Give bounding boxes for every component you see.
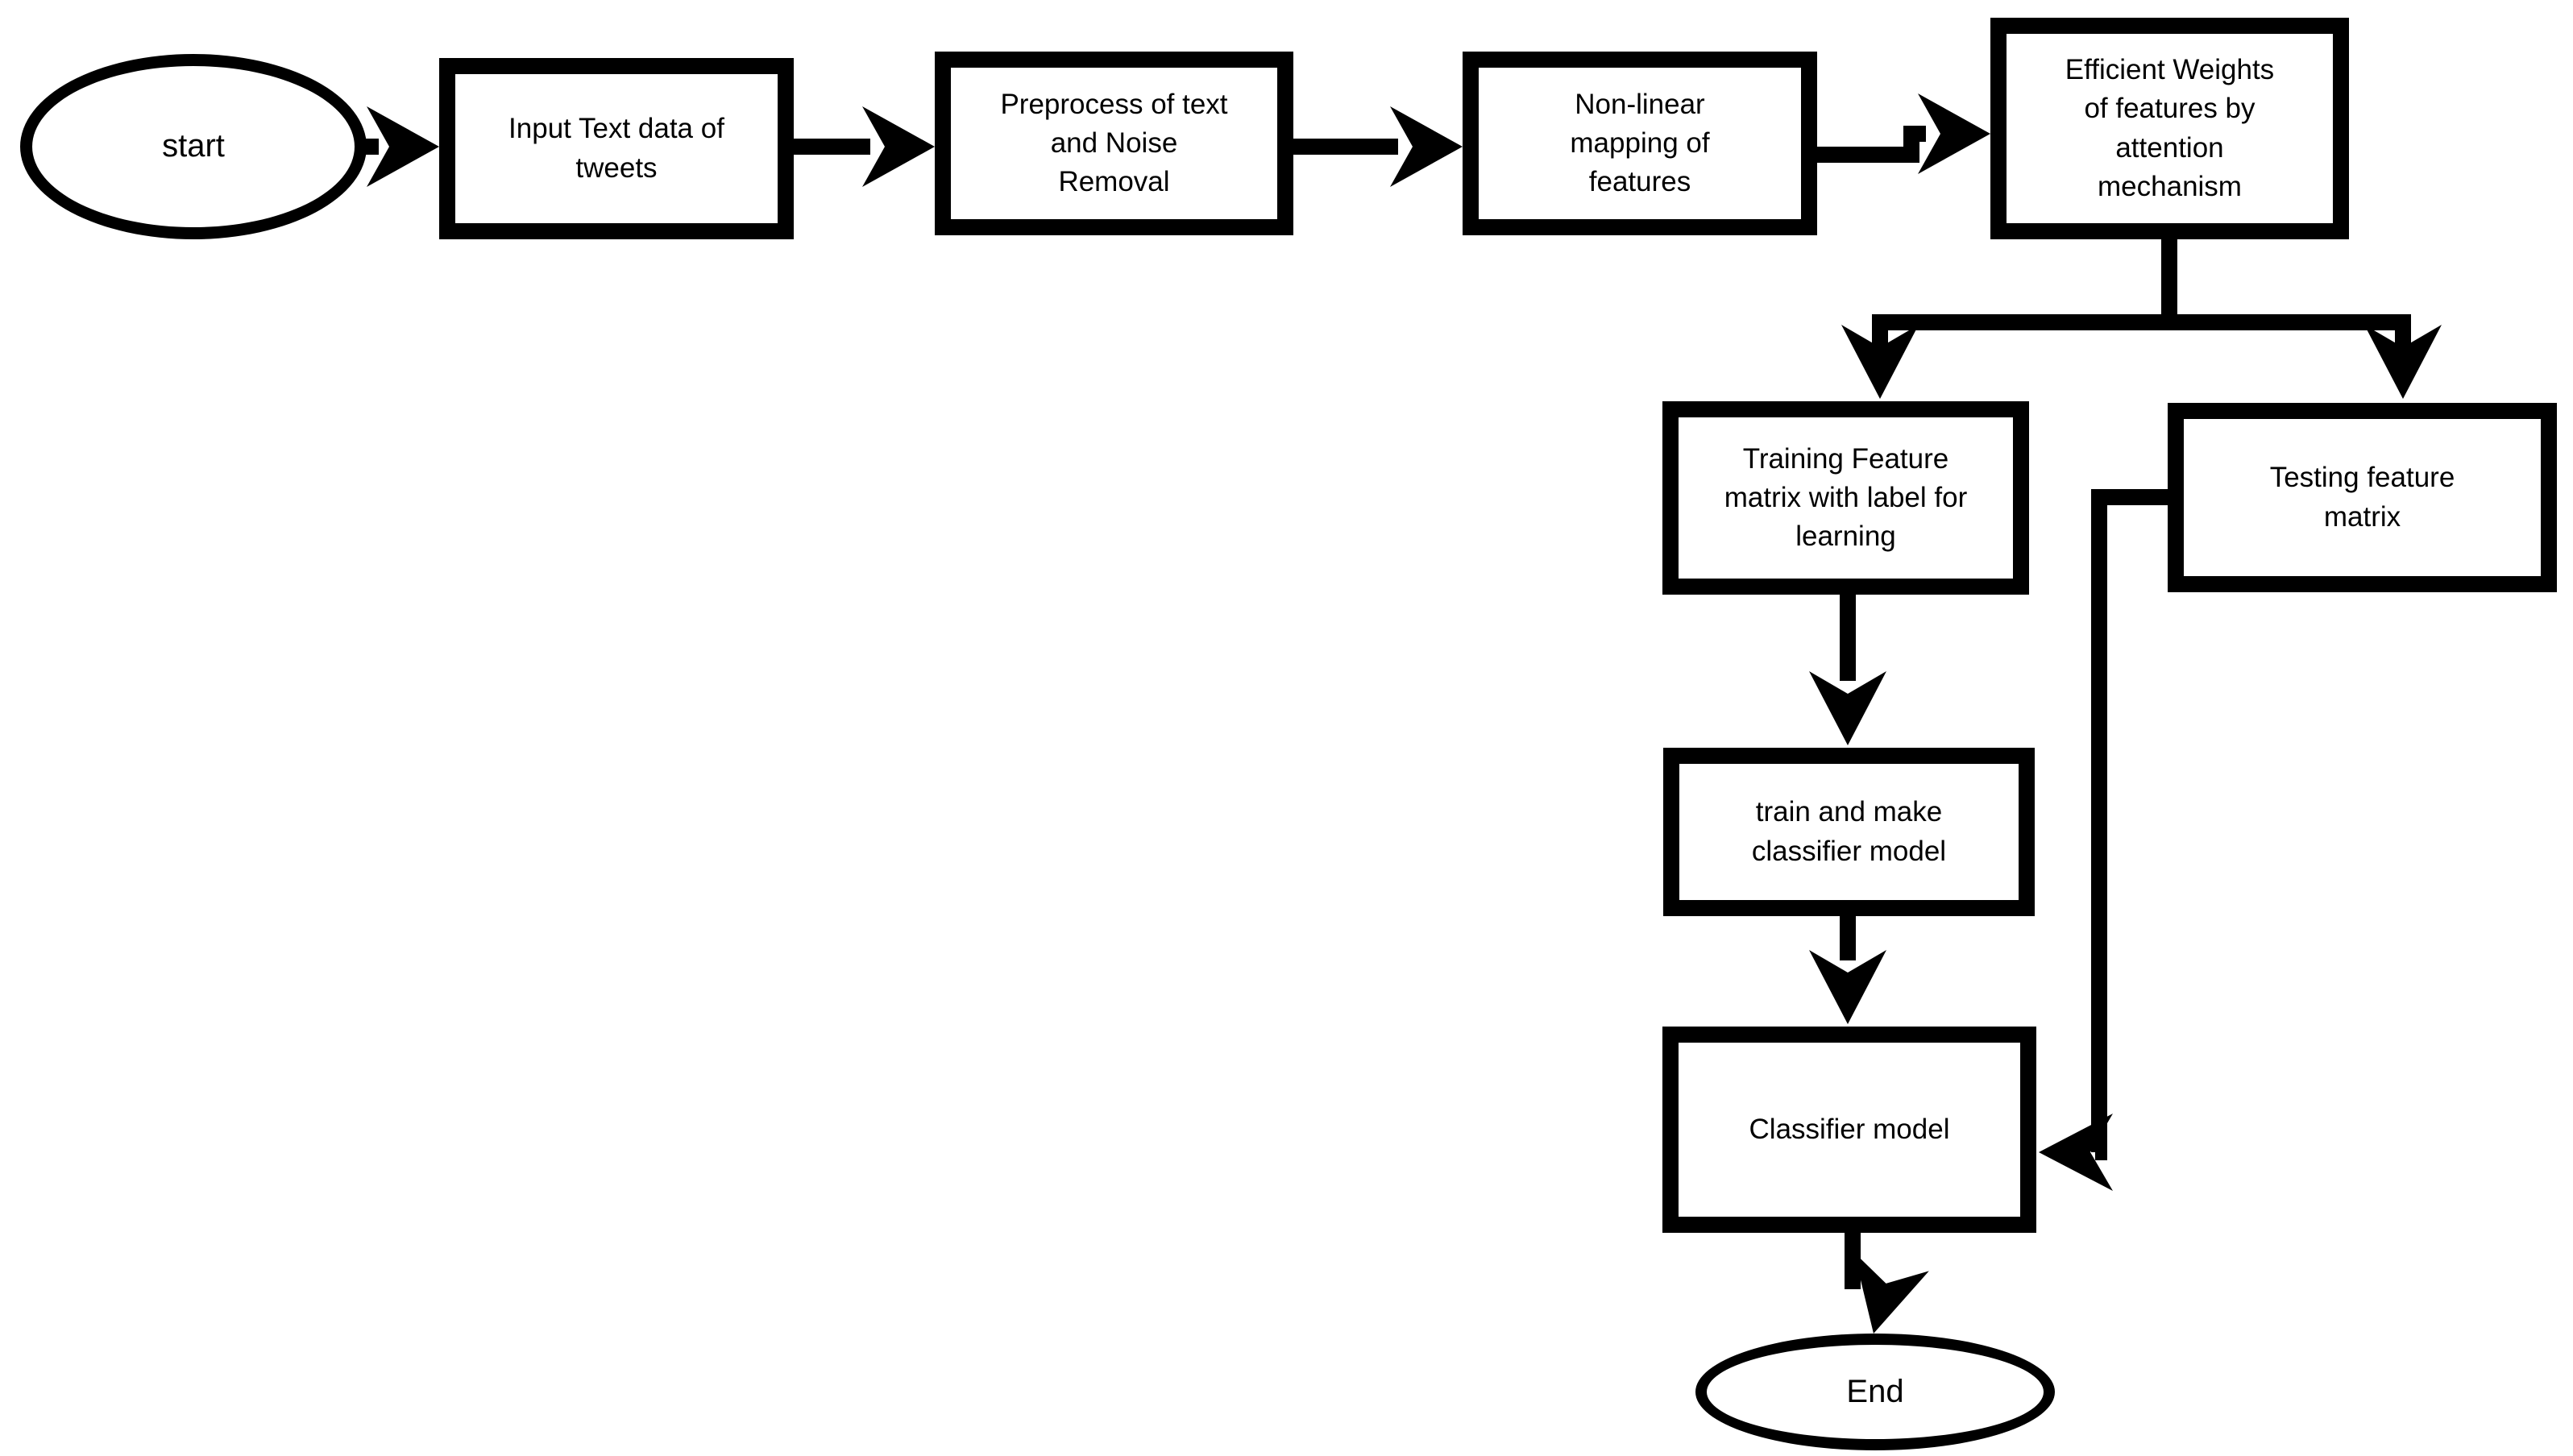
arrowhead-into-training: [1841, 325, 1919, 399]
arrowhead-into-end: [1853, 1252, 1929, 1334]
edge-nonlinear-weights-shaft: [1817, 126, 1926, 163]
arrowhead-into-nonlinear: [1390, 106, 1463, 187]
testing-feature-matrix-node-label: Testing feature matrix: [2269, 462, 2455, 533]
arrowhead-into-preprocess: [862, 106, 935, 187]
nonlinear-mapping-node-label: Non-linear mapping of features: [1570, 88, 1710, 198]
edge-weights-split-shaft: [1872, 239, 2411, 359]
training-feature-matrix-node-label: Training Feature matrix with label for l…: [1724, 442, 1968, 553]
arrowhead-into-testing: [2364, 325, 2442, 399]
preprocess-noise-removal-node: Preprocess of text and Noise Removal: [935, 52, 1293, 235]
input-text-data-node: Input Text data of tweets: [439, 58, 794, 239]
arrowhead-into-weights: [1918, 93, 1990, 174]
arrowhead-into-classifier-right: [2039, 1114, 2113, 1191]
attention-weights-node: Efficient Weights of features by attenti…: [1990, 18, 2349, 239]
testing-feature-matrix-node: Testing feature matrix: [2168, 403, 2557, 592]
arrowhead-into-input: [367, 106, 439, 187]
edge-testing-classifier-shaft: [2091, 489, 2168, 1160]
arrowhead-into-classifier-top: [1809, 950, 1886, 1024]
classifier-model-node: Classifier model: [1662, 1027, 2036, 1233]
classifier-model-node-label: Classifier model: [1749, 1113, 1950, 1145]
train-make-classifier-node: train and make classifier model: [1663, 748, 2035, 916]
end-node-label: End: [1846, 1373, 1904, 1409]
input-text-data-node-label: Input Text data of tweets: [508, 113, 724, 184]
nonlinear-mapping-node: Non-linear mapping of features: [1463, 52, 1817, 235]
preprocess-noise-removal-node-label: Preprocess of text and Noise Removal: [1000, 88, 1228, 198]
arrowhead-into-trainmake: [1809, 671, 1886, 745]
start-node: start: [20, 54, 367, 239]
attention-weights-node-label: Efficient Weights of features by attenti…: [2065, 53, 2275, 202]
train-make-classifier-node-label: train and make classifier model: [1751, 796, 1947, 867]
end-node: End: [1695, 1334, 2055, 1450]
training-feature-matrix-node: Training Feature matrix with label for l…: [1662, 401, 2029, 595]
start-node-label: start: [162, 128, 225, 164]
